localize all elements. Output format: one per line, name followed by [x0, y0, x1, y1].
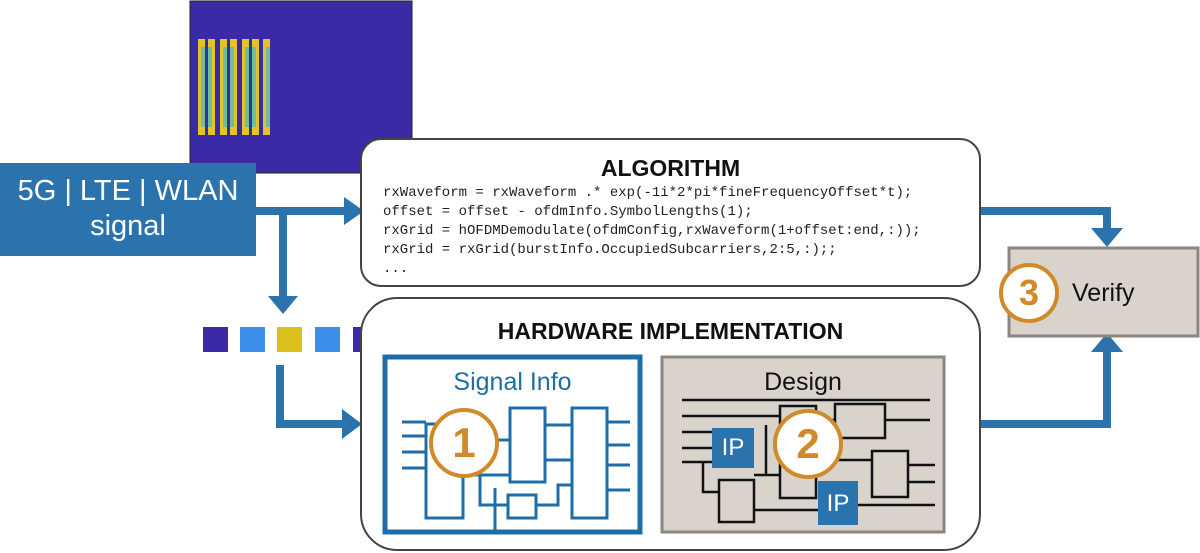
code-line: offset = offset - ofdmInfo.SymbolLengths…	[383, 204, 753, 220]
stream-square-1	[203, 327, 228, 352]
data-stream-squares	[203, 327, 378, 352]
stream-square-2	[240, 327, 265, 352]
ip-block-1	[712, 428, 754, 468]
step-number-1: 1	[452, 419, 476, 466]
step-badge-3	[999, 263, 1059, 323]
signal-box	[0, 163, 256, 256]
spectrum-image	[189, 0, 413, 174]
ip-label-1: IP	[721, 434, 745, 461]
flow-arrows	[255, 207, 1111, 428]
design-title: Design	[764, 368, 842, 396]
arrow-heads	[268, 197, 1123, 439]
algorithm-title: ALGORITHM	[600, 155, 741, 181]
verify-label: Verify	[1072, 279, 1135, 307]
code-line: rxGrid = hOFDMDemodulate(ofdmConfig,rxWa…	[383, 223, 921, 239]
ip-block-2	[818, 481, 858, 525]
ip-label-2: IP	[826, 490, 850, 517]
signal-label: 5G | LTE | WLAN signal	[0, 174, 256, 244]
stream-square-3	[277, 327, 302, 352]
algorithm-panel	[360, 138, 981, 287]
code-line: ...	[383, 261, 409, 277]
code-line: rxGrid = rxGrid(burstInfo.OccupiedSubcar…	[383, 242, 837, 258]
spectrum-bursts	[198, 39, 270, 135]
signal-label-line1: 5G | LTE | WLAN	[17, 175, 239, 207]
hardware-title: HARDWARE IMPLEMENTATION	[497, 318, 844, 344]
algorithm-code: rxWaveform = rxWaveform .* exp(-1i*2*pi*…	[383, 184, 921, 279]
stream-square-4	[315, 327, 340, 352]
step-badge-1	[429, 408, 499, 478]
step-badge-2	[773, 409, 843, 479]
code-line: rxWaveform = rxWaveform .* exp(-1i*2*pi*…	[383, 185, 913, 201]
signal-label-line2: signal	[90, 210, 166, 242]
step-number-3: 3	[1018, 272, 1040, 313]
signal-info-title: Signal Info	[453, 368, 572, 396]
step-number-2: 2	[796, 420, 820, 467]
